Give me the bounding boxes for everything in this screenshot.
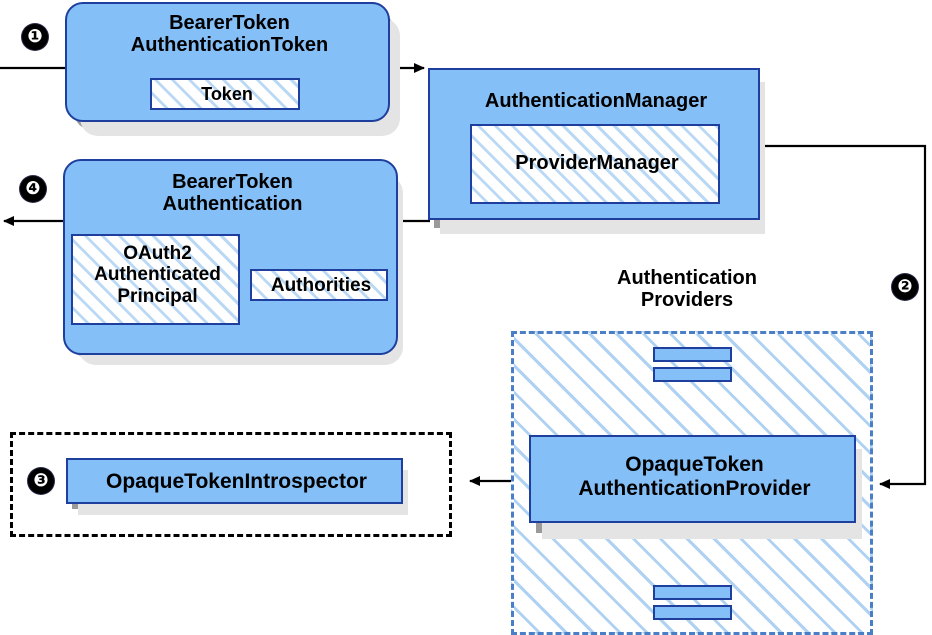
node-bearer-token-authentication-token-title: BearerToken AuthenticationToken	[130, 12, 329, 57]
authentication-providers-label: Authentication Providers	[617, 267, 757, 312]
inner-oauth2-authenticated-principal[interactable]: OAuth2 Authenticated Principal	[71, 234, 240, 325]
node-opaque-token-authentication-provider[interactable]: OpaqueToken AuthenticationProvider	[529, 435, 856, 523]
inner-authorities-title: Authorities	[270, 275, 372, 296]
node-bearer-token-authentication-title: BearerToken Authentication	[162, 171, 303, 216]
provider-stub-top-bar-1	[653, 347, 732, 362]
container-opaque-token-introspector[interactable]	[10, 432, 452, 537]
node-opaque-token-authentication-provider-title: OpaqueToken AuthenticationProvider	[578, 453, 811, 500]
inner-oauth2-authenticated-principal-title: OAuth2 Authenticated Principal	[94, 243, 221, 307]
provider-stub-bottom-bar-1	[653, 585, 732, 600]
inner-token-title: Token	[201, 84, 253, 104]
step-badge-4: ❹	[20, 176, 46, 202]
provider-stub-bottom-bar-2	[653, 605, 732, 620]
inner-provider-manager[interactable]: ProviderManager	[470, 124, 720, 204]
step-badge-3: ❸	[28, 468, 54, 494]
node-authentication-manager-title: AuthenticationManager	[484, 90, 708, 112]
node-opaque-token-introspector[interactable]: OpaqueTokenIntrospector	[66, 458, 403, 504]
inner-provider-manager-title: ProviderManager	[515, 152, 679, 174]
step-badge-2: ❷	[892, 274, 918, 300]
node-opaque-token-introspector-title: OpaqueTokenIntrospector	[106, 470, 367, 493]
provider-stub-top-bar-2	[653, 367, 732, 382]
inner-authorities[interactable]: Authorities	[250, 269, 388, 301]
inner-token[interactable]: Token	[150, 78, 300, 110]
step-badge-1: ❶	[22, 24, 48, 50]
